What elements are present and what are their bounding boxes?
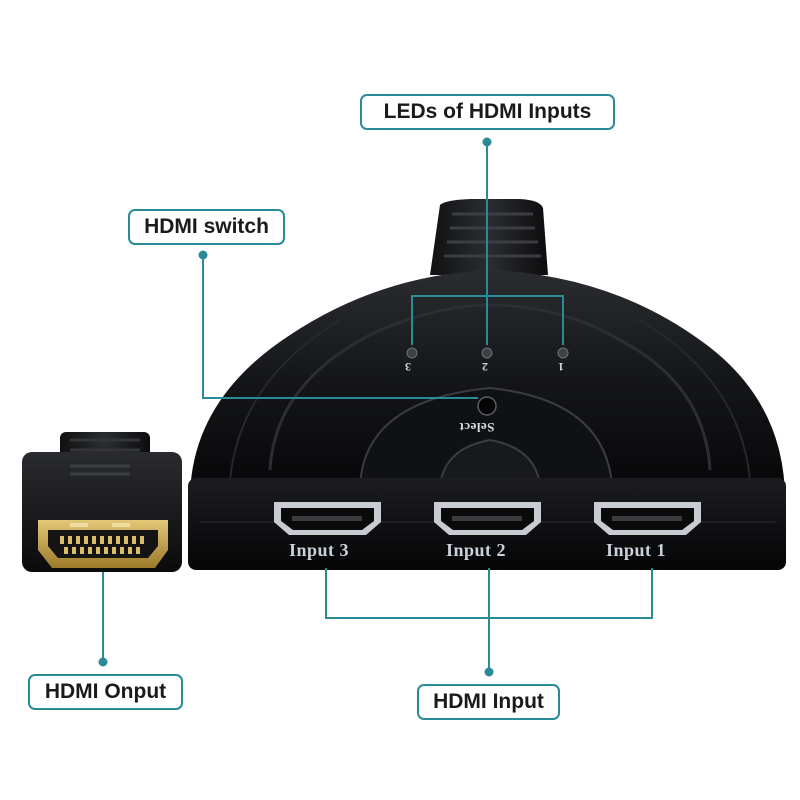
- led-label-2: 2: [482, 360, 488, 374]
- port-input-1: [594, 502, 701, 535]
- hdmi-ports: [274, 502, 701, 535]
- port-input-2: [434, 502, 541, 535]
- port-label-input-2: Input 2: [446, 540, 507, 560]
- hdmi-output-plug: [22, 432, 182, 572]
- led-label-3: 3: [405, 360, 411, 374]
- port-input-3: [274, 502, 381, 535]
- leader-lines: [102, 142, 653, 672]
- select-label: Select: [459, 420, 495, 435]
- led-3: [406, 347, 418, 359]
- leader-dots: [98, 137, 494, 677]
- select-button-shape: [477, 396, 497, 416]
- led-label-1: 1: [558, 360, 564, 374]
- led-indicators: [406, 347, 569, 359]
- port-label-input-3: Input 3: [289, 540, 350, 560]
- port-label-input-1: Input 1: [606, 540, 667, 560]
- led-2: [481, 347, 493, 359]
- callout-hdmi-switch: HDMI switch: [128, 209, 285, 245]
- callout-hdmi-output: HDMI Onput: [28, 674, 183, 710]
- callout-leds: LEDs of HDMI Inputs: [360, 94, 615, 130]
- switch-cable: [430, 199, 548, 275]
- callout-hdmi-input: HDMI Input: [417, 684, 560, 720]
- switch-body: [190, 270, 785, 500]
- select-arch: [358, 386, 614, 486]
- led-1: [557, 347, 569, 359]
